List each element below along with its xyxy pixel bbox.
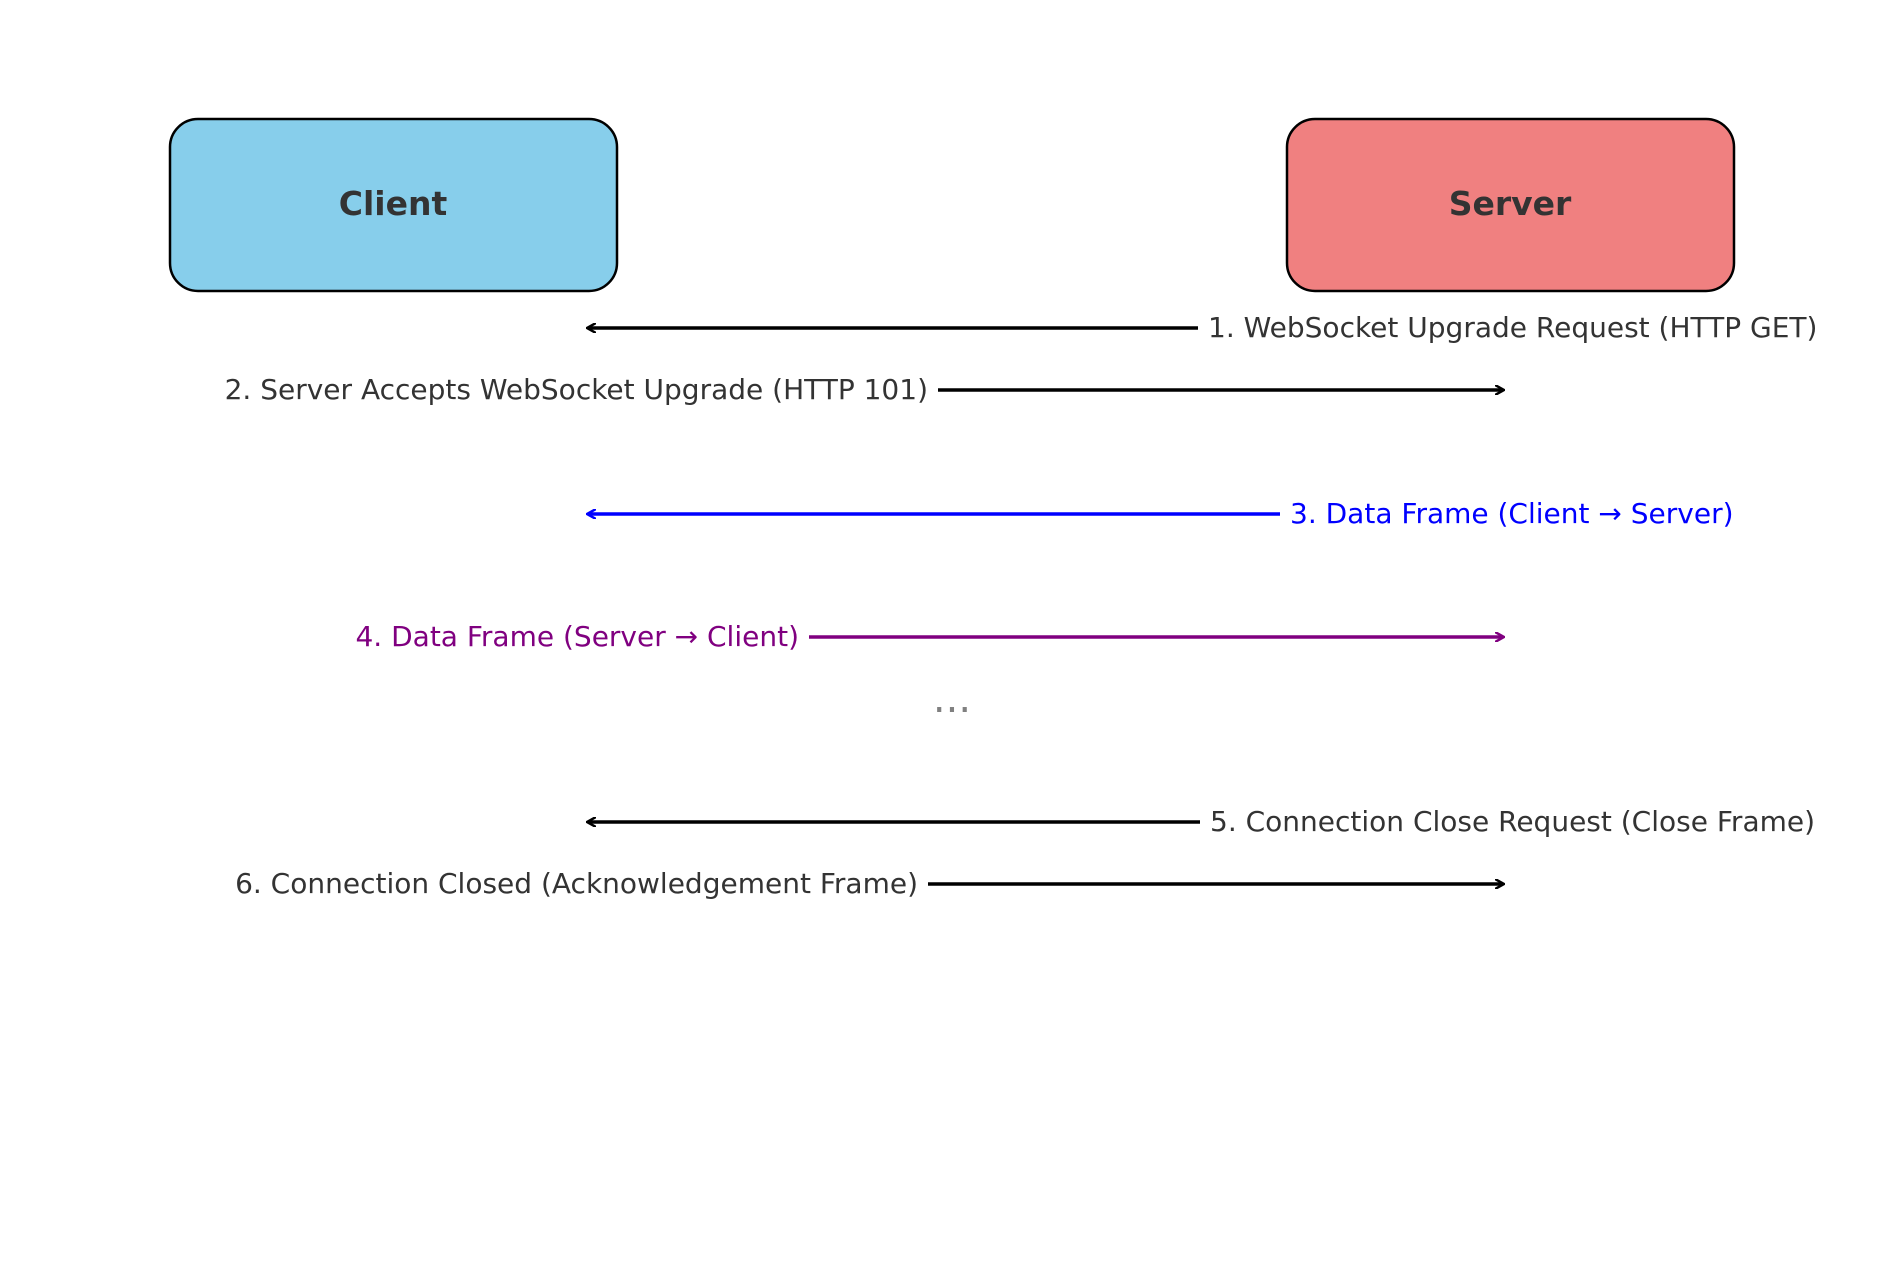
server-node: Server <box>1285 117 1736 293</box>
message-5: 5. Connection Close Request (Close Frame… <box>588 805 1815 838</box>
message-3-label: 3. Data Frame (Client → Server) <box>1290 497 1734 530</box>
client-label: Client <box>339 184 448 223</box>
message-4-label: 4. Data Frame (Server → Client) <box>355 620 799 653</box>
message-6: 6. Connection Closed (Acknowledgement Fr… <box>235 867 1503 900</box>
message-5-label: 5. Connection Close Request (Close Frame… <box>1210 805 1815 838</box>
message-2: 2. Server Accepts WebSocket Upgrade (HTT… <box>225 373 1503 406</box>
message-4: 4. Data Frame (Server → Client) <box>355 620 1503 653</box>
ellipsis-continuation: ... <box>933 676 971 722</box>
client-node: Client <box>168 117 619 293</box>
message-6-label: 6. Connection Closed (Acknowledgement Fr… <box>235 867 918 900</box>
server-box <box>1285 117 1736 293</box>
message-1-label: 1. WebSocket Upgrade Request (HTTP GET) <box>1208 311 1817 344</box>
server-label: Server <box>1449 184 1572 223</box>
message-1: 1. WebSocket Upgrade Request (HTTP GET) <box>588 311 1817 344</box>
message-3: 3. Data Frame (Client → Server) <box>588 497 1734 530</box>
client-box <box>168 117 619 293</box>
message-2-label: 2. Server Accepts WebSocket Upgrade (HTT… <box>225 373 928 406</box>
